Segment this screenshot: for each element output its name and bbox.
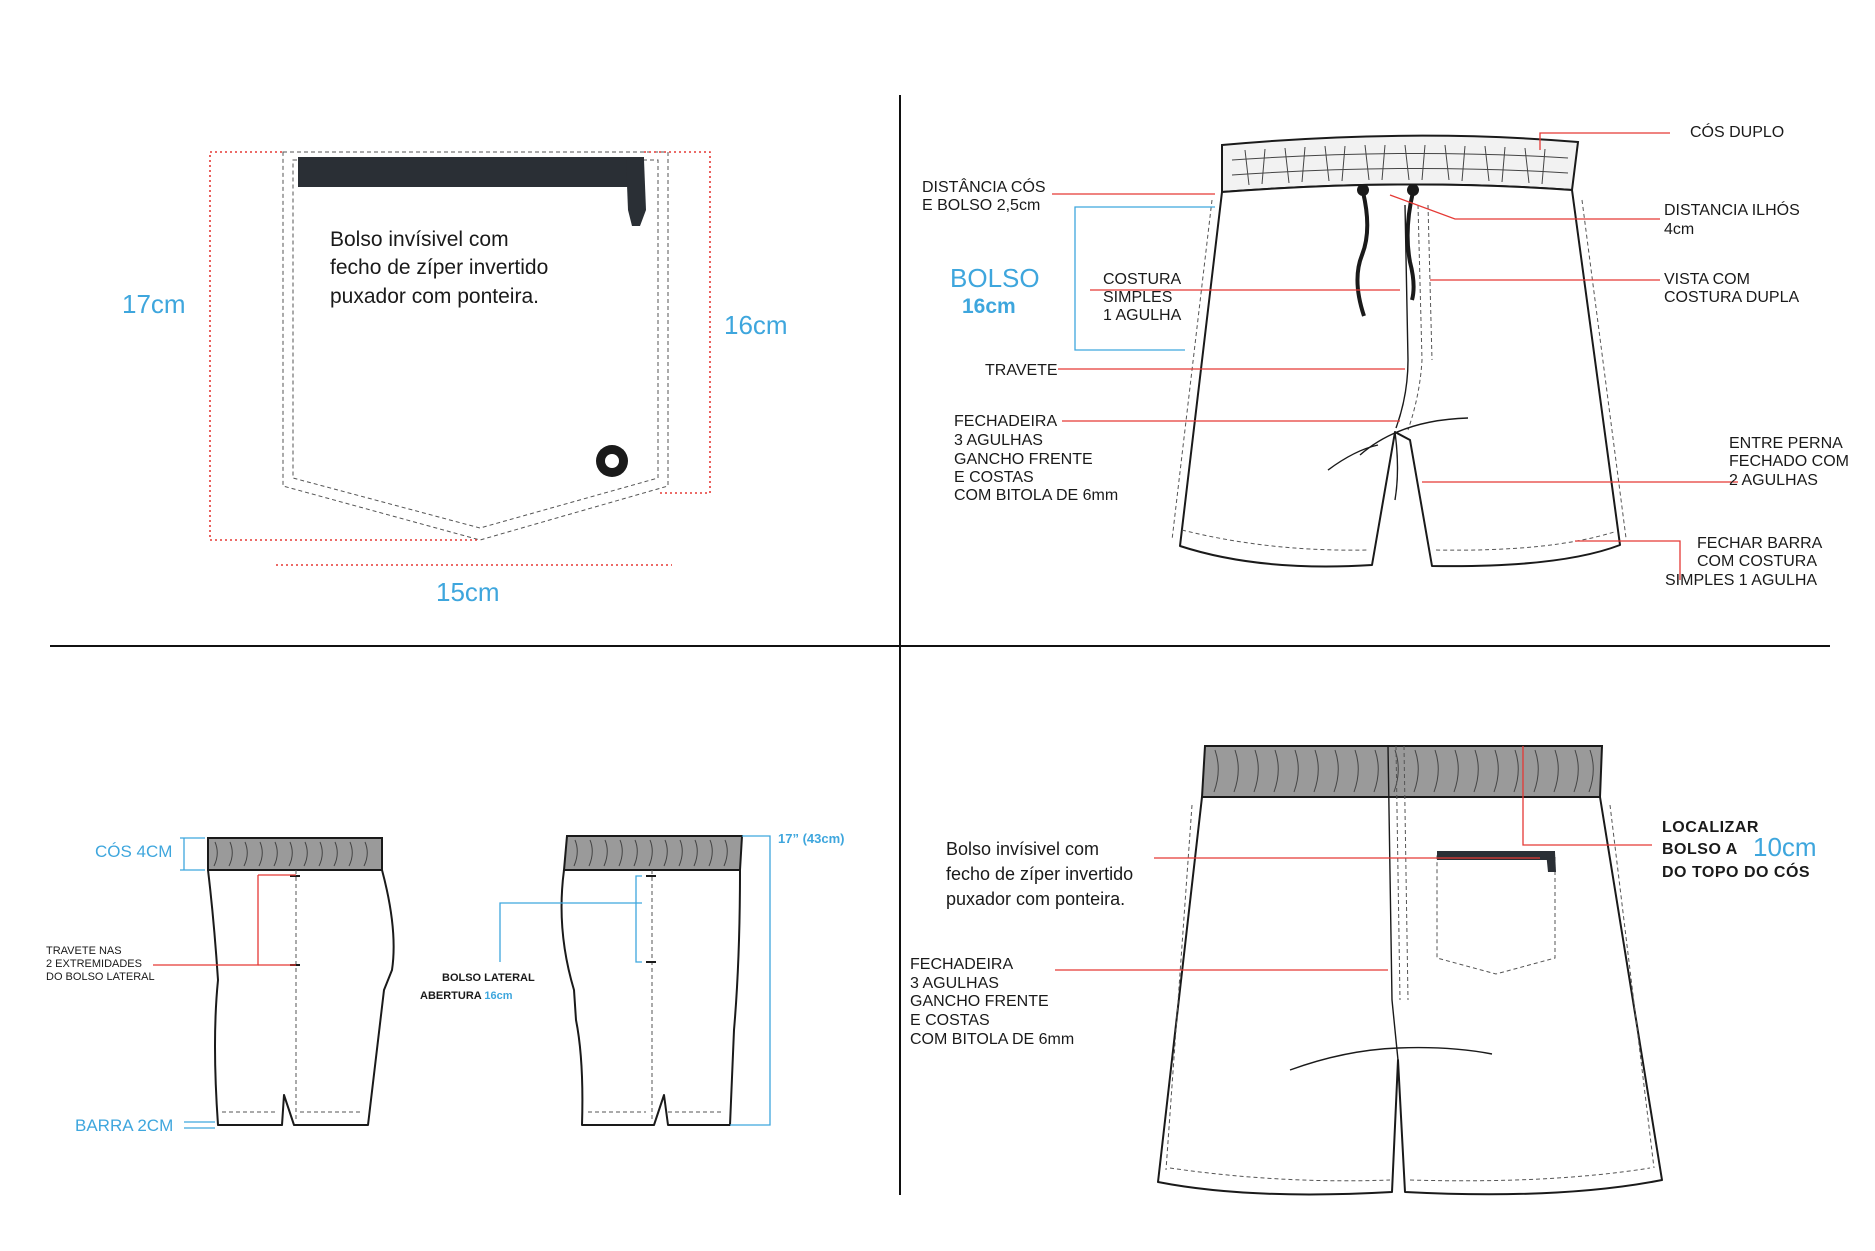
front-eyelet-left-icon: [1357, 184, 1369, 196]
front-eyelet-right-icon: [1407, 184, 1419, 196]
pocket-height-outer: 17cm: [122, 289, 186, 319]
label-topo-cos: DO TOPO DO CÓS: [1662, 862, 1810, 881]
length-dim: [730, 835, 771, 1126]
abertura-dim: [499, 875, 642, 963]
label-entre-perna: ENTRE PERNA FECHADO COM 2 AGULHAS: [1729, 435, 1853, 489]
back-view: Bolso invísivel com fecho de zíper inver…: [910, 745, 1817, 1196]
pocket-note: Bolso invísivel com fecho de zíper inver…: [330, 228, 554, 308]
label-bolso-a: BOLSO A: [1662, 841, 1738, 858]
front-pocket-bracket: [1074, 206, 1215, 351]
drawcord-left: [1355, 191, 1370, 317]
side-left-waistband: [207, 837, 383, 871]
barra-dim: [184, 1121, 215, 1129]
back-pocket-note: Bolso invísivel com fecho de zíper inver…: [946, 837, 1139, 909]
front-shorts-body: [1179, 183, 1621, 568]
label-10cm: 10cm: [1753, 832, 1817, 862]
zipper-tape: [298, 157, 644, 187]
front-waistband-ribs: [1244, 144, 1546, 186]
label-travete-extremidades: TRAVETE NAS 2 EXTREMIDADES DO BOLSO LATE…: [46, 945, 155, 983]
label-abertura: ABERTURA 16cm: [420, 990, 513, 1002]
label-bolso-size: 16cm: [962, 295, 1016, 318]
back-shorts-body: [1157, 796, 1663, 1196]
pocket-detail: Bolso invísivel com fecho de zíper inver…: [122, 151, 788, 607]
label-distancia-cos-bolso: DISTÂNCIA CÓS E BOLSO 2,5cm: [922, 177, 1050, 214]
label-fechadeira-front: FECHADEIRA 3 AGULHAS GANCHO FRENTE E COS…: [954, 413, 1118, 504]
label-distancia-ilhos: DISTANCIA ILHÓS 4cm: [1664, 200, 1804, 238]
label-localizar: LOCALIZAR: [1662, 819, 1759, 836]
cos-dim: [180, 837, 205, 871]
drawcord-right: [1405, 191, 1416, 301]
zipper-puller-icon: [626, 160, 646, 226]
side-views: CÓS 4CM TRAVETE NAS 2 EXTREMIDADES DO BO…: [46, 831, 844, 1135]
label-fechar-barra: FECHAR BARRA COM COSTURA SIMPLES 1 AGULH…: [1665, 535, 1826, 589]
outer-height-dim: [209, 151, 480, 541]
label-vista: VISTA COM COSTURA DUPLA: [1664, 271, 1799, 306]
pocket-height-inner: 16cm: [724, 310, 788, 340]
label-bolso-lateral: BOLSO LATERAL: [442, 972, 535, 984]
label-cos-duplo: CÓS DUPLO: [1690, 122, 1784, 141]
inner-height-dim: [644, 151, 711, 494]
label-barra-2cm: BARRA 2CM: [75, 1116, 173, 1135]
back-pocket-zipper: [1437, 851, 1555, 860]
front-view: CÓS DUPLO DISTÂNCIA CÓS E BOLSO 2,5cm DI…: [922, 122, 1853, 589]
back-zipper-puller-icon: [1546, 852, 1556, 872]
side-left-body: [207, 869, 395, 1126]
pocket-outer-stitch: [282, 151, 669, 541]
label-costura-simples: COSTURA SIMPLES 1 AGULHA: [1103, 271, 1185, 324]
label-bolso-title: BOLSO: [950, 263, 1040, 293]
label-length-17in: 17” (43cm): [778, 831, 844, 846]
label-cos-4cm: CÓS 4CM: [95, 842, 172, 861]
back-waistband: [1200, 745, 1604, 798]
side-right-body: [560, 869, 741, 1126]
label-fechadeira-back: FECHADEIRA 3 AGULHAS GANCHO FRENTE E COS…: [910, 956, 1074, 1048]
label-travete: TRAVETE: [985, 362, 1058, 379]
pocket-width: 15cm: [436, 577, 500, 607]
